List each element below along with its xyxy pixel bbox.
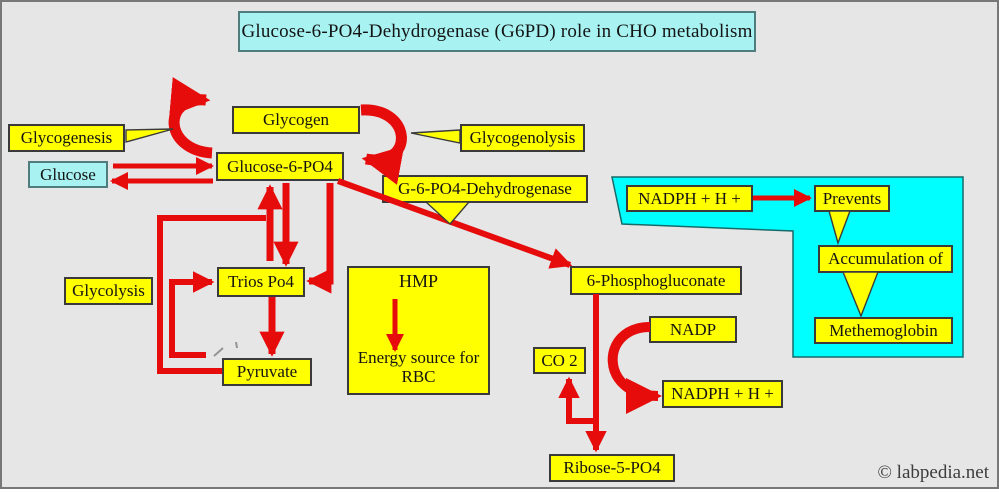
node-trios-po4: Trios Po4 — [217, 267, 305, 297]
node-g6pd-enzyme: G-6-PO4-Dehydrogenase — [382, 175, 588, 203]
node-glucose: Glucose — [28, 161, 108, 188]
node-pyruvate: Pyruvate — [222, 358, 312, 386]
hmp-label: HMP — [398, 271, 438, 291]
hmp-panel-content: HMP Energy source for RBC — [349, 268, 488, 393]
node-accumulation-of: Accumulation of — [818, 245, 953, 273]
node-glycogenolysis: Glycogenolysis — [460, 124, 585, 152]
node-nadp: NADP — [649, 316, 737, 343]
node-glycolysis: Glycolysis — [64, 277, 153, 305]
hmp-note: Energy source for RBC — [357, 347, 480, 387]
diagram-title: Glucose-6-PO4-Dehydrogenase (G6PD) role … — [238, 11, 756, 52]
node-ribose-5-po4: Ribose-5-PO4 — [549, 454, 675, 482]
node-methemoglobin: Methemoglobin — [814, 317, 953, 344]
node-hmp-panel: HMP Energy source for RBC — [347, 266, 490, 395]
node-prevents: Prevents — [814, 185, 890, 212]
node-6-phosphogluconate: 6-Phosphogluconate — [570, 266, 742, 295]
node-co2: CO 2 — [533, 347, 586, 374]
node-glycogen: Glycogen — [232, 106, 360, 134]
node-glycogenesis: Glycogenesis — [8, 124, 125, 152]
node-glucose-6-po4: Glucose-6-PO4 — [216, 152, 344, 181]
node-nadph-h-top: NADPH + H + — [626, 185, 753, 212]
node-nadph-h-bottom: NADPH + H + — [662, 380, 783, 408]
watermark: © labpedia.net — [877, 462, 989, 483]
